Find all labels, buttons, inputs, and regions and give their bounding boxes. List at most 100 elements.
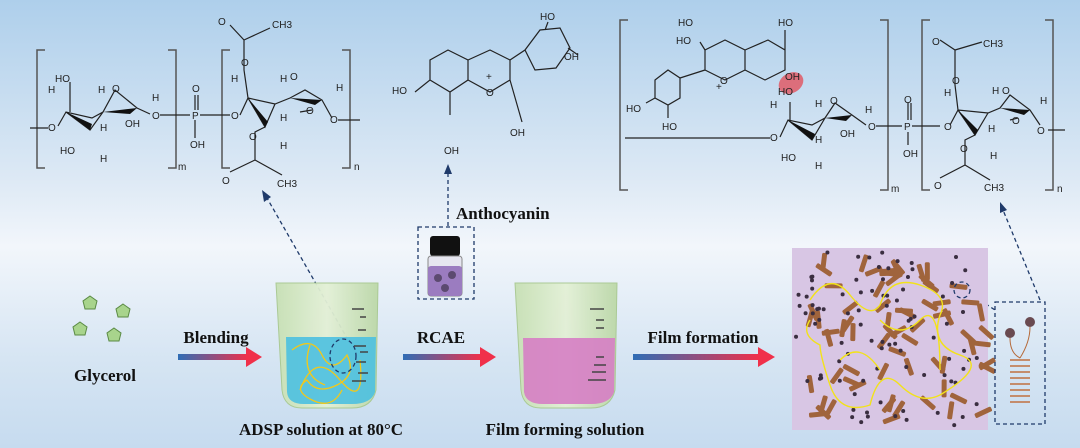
particle bbox=[962, 348, 967, 353]
zoom-circle bbox=[953, 281, 971, 299]
atom-label: O bbox=[112, 84, 120, 95]
particle bbox=[837, 378, 842, 383]
fiber bbox=[972, 340, 991, 348]
particle bbox=[961, 309, 966, 314]
particle bbox=[963, 268, 968, 273]
atom-label: O bbox=[306, 106, 314, 117]
particle bbox=[804, 294, 809, 299]
particle bbox=[901, 408, 906, 413]
fiber bbox=[842, 300, 859, 315]
particle bbox=[895, 259, 900, 264]
atom-label: O bbox=[249, 132, 257, 143]
charge-label: + bbox=[486, 72, 492, 83]
charge-label: + bbox=[716, 82, 722, 93]
particle bbox=[880, 250, 885, 255]
particle bbox=[810, 311, 815, 316]
fiber bbox=[961, 299, 980, 306]
subscript-n: n bbox=[354, 162, 360, 173]
particle bbox=[893, 341, 898, 346]
atom-label: HO bbox=[392, 86, 407, 97]
atom-label: H bbox=[280, 74, 287, 85]
molecular-detail-box bbox=[994, 301, 1046, 425]
atom-label: O bbox=[904, 95, 912, 106]
fiber bbox=[947, 401, 955, 420]
atom-label: O bbox=[218, 17, 226, 28]
particle bbox=[880, 277, 885, 282]
rcae-arrow bbox=[403, 347, 496, 367]
atom-label: CH3 bbox=[984, 183, 1004, 194]
particle bbox=[908, 316, 913, 321]
particle bbox=[810, 303, 815, 308]
fiber bbox=[881, 397, 897, 413]
particle bbox=[825, 250, 830, 255]
particle bbox=[904, 365, 909, 370]
film-formation-arrow bbox=[633, 347, 775, 367]
fiber bbox=[875, 298, 891, 313]
particle bbox=[852, 392, 857, 397]
particle bbox=[935, 410, 940, 415]
polymer-network bbox=[806, 281, 972, 409]
particle bbox=[886, 266, 891, 271]
anthocyanin-structure: HO O + OH OH HO OH bbox=[392, 12, 579, 157]
particle bbox=[854, 277, 859, 282]
film-panel bbox=[792, 248, 996, 430]
atom-label: O bbox=[330, 115, 338, 126]
fiber bbox=[924, 262, 930, 281]
particle bbox=[821, 307, 826, 312]
atom-label: CH3 bbox=[277, 179, 297, 190]
particle bbox=[867, 255, 872, 260]
particle bbox=[910, 267, 915, 272]
fiber bbox=[903, 357, 914, 376]
particle bbox=[912, 314, 917, 319]
particle bbox=[851, 407, 856, 412]
atom-label: O bbox=[192, 84, 200, 95]
fiber bbox=[977, 303, 985, 322]
particle bbox=[909, 260, 914, 265]
particle bbox=[901, 287, 906, 292]
fiber bbox=[815, 263, 833, 277]
atom-label: P bbox=[192, 111, 199, 122]
anthocyanin-label: Anthocyanin bbox=[456, 204, 550, 223]
atom-label: CH3 bbox=[272, 20, 292, 31]
particle bbox=[865, 414, 870, 419]
fiber bbox=[909, 317, 926, 333]
particle bbox=[817, 317, 822, 322]
anthocyanin-particles bbox=[794, 250, 979, 428]
subscript-m: m bbox=[178, 162, 186, 173]
fiber bbox=[824, 328, 834, 347]
particle bbox=[961, 366, 966, 371]
fiber bbox=[967, 337, 977, 356]
anthocyanin-vial bbox=[417, 226, 475, 300]
fiber bbox=[879, 267, 898, 275]
fiber bbox=[894, 307, 914, 314]
fiber bbox=[848, 380, 867, 392]
particle bbox=[840, 292, 845, 297]
fiber bbox=[850, 323, 856, 342]
particle bbox=[931, 335, 936, 340]
particle bbox=[797, 303, 802, 308]
atom-label: H bbox=[98, 85, 105, 96]
glycerol-icon bbox=[72, 295, 131, 342]
particle bbox=[960, 414, 965, 419]
film-structure: m n HO HO HO O + OH HO HO HO H O H O H O… bbox=[619, 18, 1065, 195]
particle bbox=[879, 346, 884, 351]
fiber bbox=[892, 400, 906, 418]
fiber bbox=[922, 279, 939, 294]
particle bbox=[845, 311, 850, 316]
particle bbox=[887, 342, 892, 347]
atom-label: HO bbox=[60, 146, 75, 157]
polymer-chains bbox=[291, 343, 362, 404]
fiber bbox=[941, 379, 947, 398]
fiber bbox=[842, 364, 860, 376]
atom-label: OH bbox=[444, 146, 459, 157]
atom-label: O bbox=[231, 111, 239, 122]
atom-label: H bbox=[944, 88, 951, 99]
atom-label: H bbox=[770, 100, 777, 111]
fiber bbox=[888, 346, 907, 357]
fiber bbox=[974, 406, 993, 418]
atom-label: OH bbox=[510, 128, 525, 139]
particle bbox=[805, 379, 810, 384]
particle bbox=[856, 308, 861, 313]
atom-label: OH bbox=[125, 119, 140, 130]
